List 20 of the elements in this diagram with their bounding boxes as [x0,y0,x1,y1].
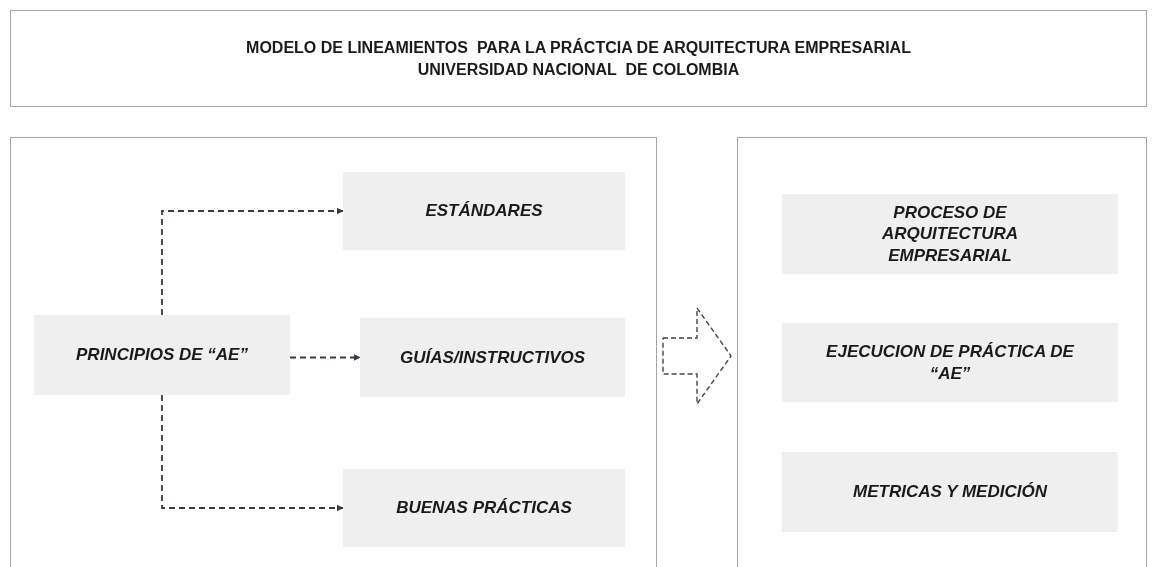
panel-frame [737,137,1147,567]
panel-frame [10,137,657,567]
box-label: PRINCIPIOS DE “AE” [76,344,248,366]
block-arrow [662,305,732,407]
box-label: GUÍAS/INSTRUCTIVOS [399,346,586,369]
heading-text: UNIVERSIDAD NACIONAL DE COLOMBIA [417,60,740,79]
box-label: EJECUCION DE PRÁCTICA DE “AE” [825,341,1075,384]
heading-text: MODELO DE LINEAMIENTOS PARA LA PRÁCTCIA DE ARQUITECTURA EMPRESARIAL [246,38,911,57]
title-box [10,10,1147,107]
arrow [289,353,361,362]
arrow [161,394,344,512]
box-label: BUENAS PRÁCTICAS [396,497,572,519]
process-box [34,315,290,395]
box-label: PROCESO DE ARQUITECTURA EMPRESARIAL [881,202,1019,266]
process-box [360,318,625,397]
box-label: METRICAS Y MEDICIÓN [853,481,1047,503]
process-box [343,172,625,250]
box-label: ESTÁNDARES [425,200,543,222]
arrow [161,207,344,316]
process-box [343,469,625,547]
